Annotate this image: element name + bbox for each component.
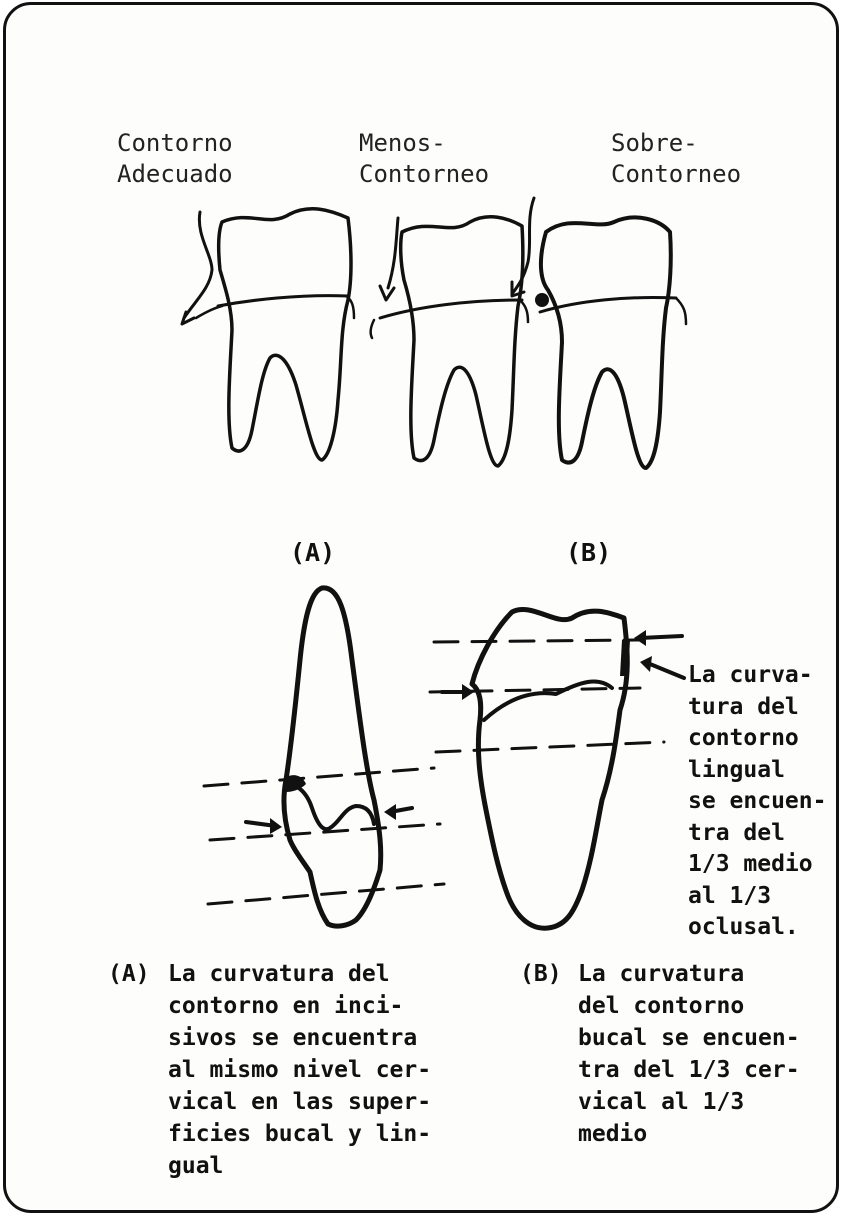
caption-a-marker: (A): [108, 958, 150, 990]
caption-b-text: La curvatura del contorno bucal se encue…: [578, 958, 800, 1150]
label-adequate-contour: Contorno Adecuado: [117, 128, 233, 190]
section-label-a: (A): [290, 538, 335, 567]
caption-b-marker: (B): [520, 958, 562, 990]
tooth-under-contour: [371, 217, 528, 466]
section-label-b: (B): [566, 538, 611, 567]
incisor-diagram-a: [204, 588, 444, 926]
molar-diagram-b: [430, 610, 684, 929]
label-under-contour: Menos- Contorneo: [359, 128, 489, 190]
tooth-adequate-contour: [182, 209, 354, 460]
caption-a-text: La curvatura del contorno en inci- sivos…: [168, 958, 431, 1182]
label-over-contour: Sobre- Contorneo: [611, 128, 741, 190]
side-note-lingual-curvature: La curva- tura del contorno lingual se e…: [688, 660, 826, 944]
tooth-over-contour: [512, 198, 686, 468]
